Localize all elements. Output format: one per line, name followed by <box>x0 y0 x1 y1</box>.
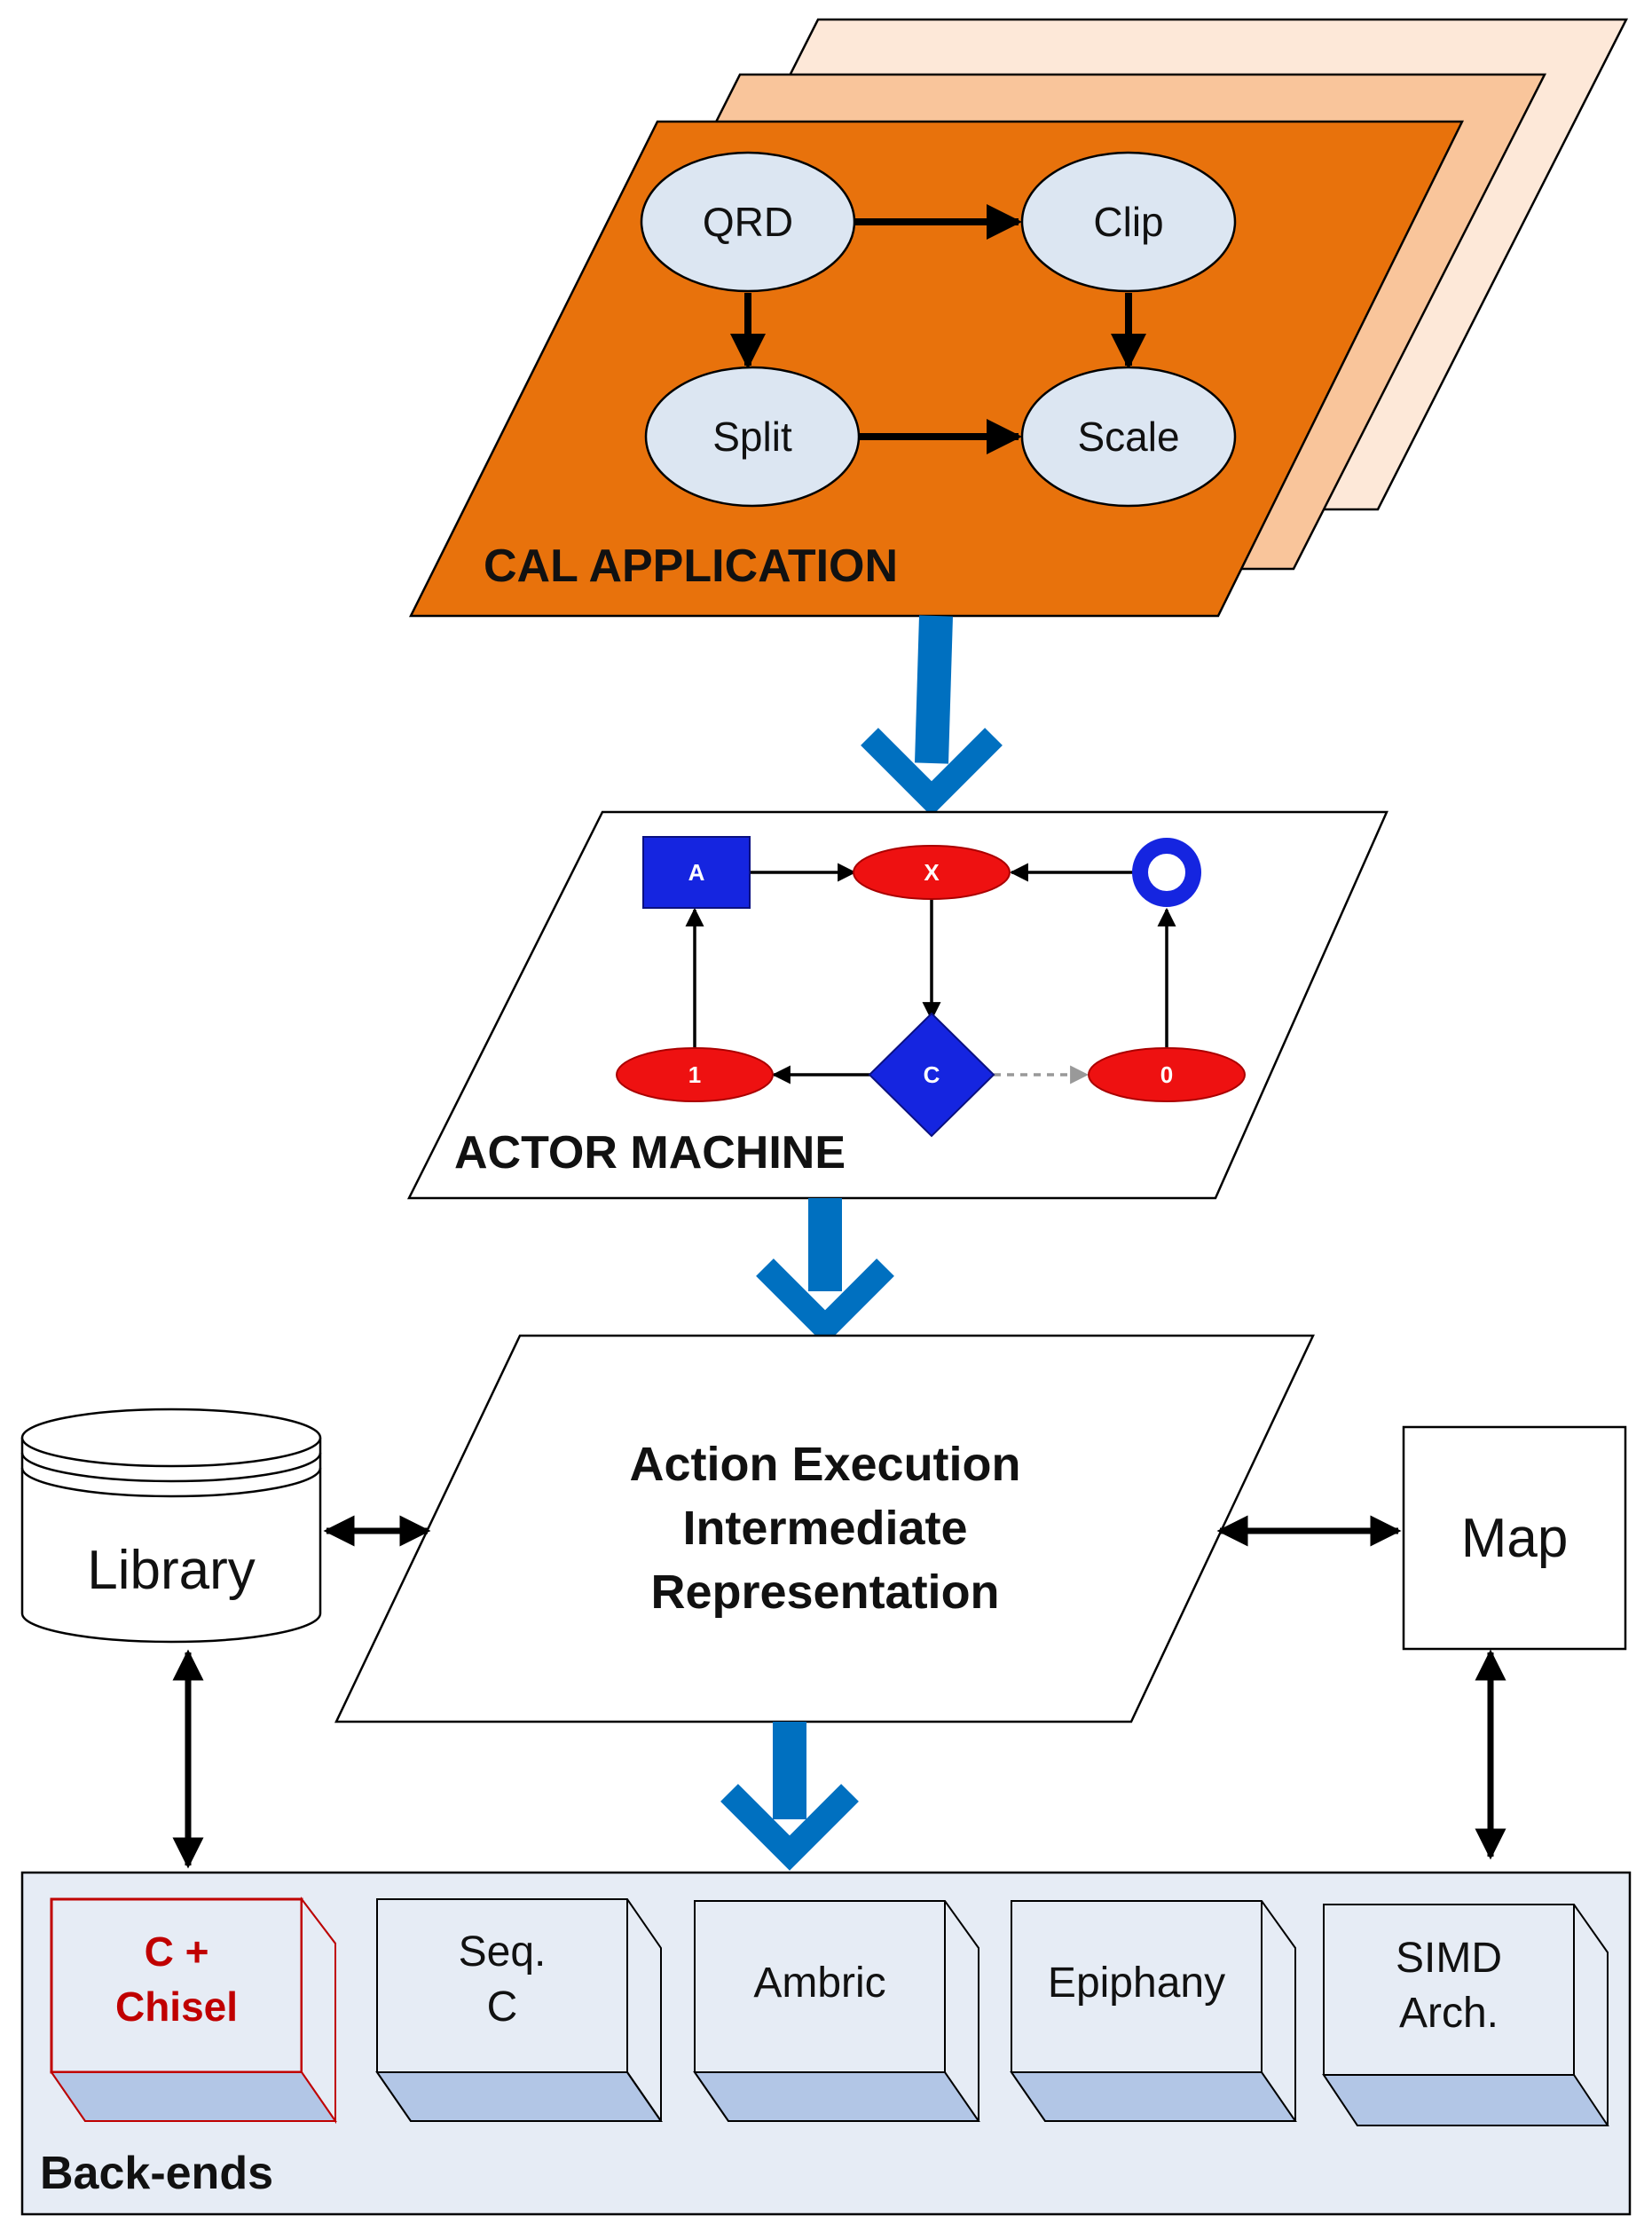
library-database: Library <box>20 1408 322 1644</box>
backend-c-chisel: C + Chisel <box>50 1897 337 2125</box>
backend-seq-c-line-1: Seq. <box>459 1928 547 1976</box>
node-clip-label: Clip <box>1093 199 1163 245</box>
backends-title: Back-ends <box>40 2148 273 2199</box>
backend-c-chisel-line-1: C + <box>145 1928 209 1975</box>
am-node-x: X <box>853 845 1011 900</box>
am-node-c: C <box>868 1012 995 1138</box>
node-scale: Scale <box>1020 366 1237 508</box>
node-scale-label: Scale <box>1077 414 1179 460</box>
library-label: Library <box>87 1540 256 1601</box>
actor-machine-title: ACTOR MACHINE <box>454 1127 846 1179</box>
ir-line-1: Action Execution <box>629 1438 1020 1491</box>
node-clip: Clip <box>1020 151 1237 293</box>
am-node-zero-label: 0 <box>1160 1061 1173 1088</box>
backend-seq-c: Seq. C <box>375 1898 663 2122</box>
map-label: Map <box>1461 1508 1569 1569</box>
am-node-zero: 0 <box>1088 1047 1246 1102</box>
backend-simd-arch: SIMD Arch. <box>1322 1904 1609 2126</box>
flow-arrow-3 <box>720 1722 859 1871</box>
am-node-one-label: 1 <box>688 1061 701 1088</box>
ir-panel: Action Execution Intermediate Representa… <box>334 1334 1315 1723</box>
backend-ambric-label: Ambric <box>753 1960 885 2007</box>
ir-line-2: Intermediate <box>682 1502 967 1555</box>
am-node-a: A <box>642 836 751 909</box>
backend-simd-arch-line-1: SIMD <box>1396 1935 1502 1982</box>
am-node-x-label: X <box>924 859 940 886</box>
am-node-one: 1 <box>616 1047 774 1102</box>
node-qrd: QRD <box>640 151 856 293</box>
node-split-label: Split <box>712 414 792 460</box>
backend-simd-arch-line-2: Arch. <box>1399 1990 1499 2037</box>
actor-machine-panel: A X 1 C 0 ACTOR MACHINE <box>406 810 1388 1200</box>
node-qrd-label: QRD <box>703 199 793 245</box>
map-box: Map <box>1402 1425 1627 1651</box>
flow-arrow-1 <box>861 615 1003 816</box>
am-node-c-label: C <box>924 1061 940 1088</box>
backend-ambric: Ambric <box>693 1900 980 2122</box>
node-split: Split <box>644 366 861 508</box>
cal-application-panel: QRD Clip Split Scale CAL APPLICATION <box>408 18 1629 618</box>
backends-panel: C + Chisel Seq. C Ambric Epipha <box>20 1871 1632 2216</box>
am-node-o <box>1132 838 1201 907</box>
cal-application-title: CAL APPLICATION <box>484 540 898 592</box>
backend-epiphany-label: Epiphany <box>1048 1960 1225 2007</box>
backend-c-chisel-line-2: Chisel <box>115 1983 238 2030</box>
am-node-a-label: A <box>688 859 705 886</box>
backend-seq-c-line-2: C <box>487 1983 518 2031</box>
backend-epiphany: Epiphany <box>1010 1900 1297 2122</box>
ir-line-3: Representation <box>650 1565 999 1619</box>
flow-arrow-2 <box>756 1198 894 1345</box>
